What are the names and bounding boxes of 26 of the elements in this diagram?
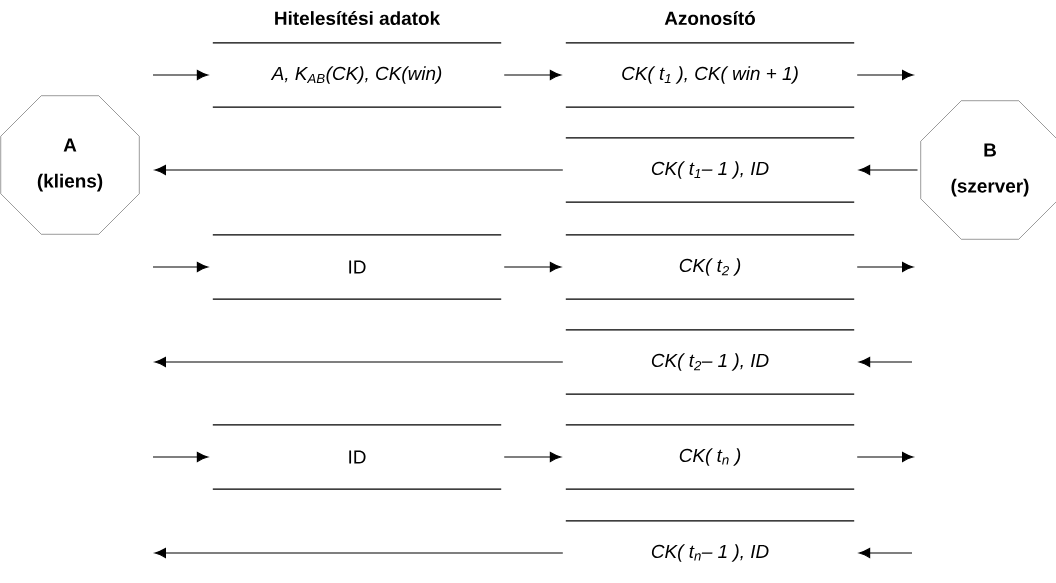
message-box: CK( t$_{1}$ ), CK( win + 1)	[565, 42, 855, 108]
arrow	[858, 357, 913, 367]
message-box: ID	[212, 234, 502, 300]
station-octagon: B (szerver)	[920, 100, 1056, 240]
arrow	[152, 262, 209, 272]
message-box: CK( t$_{n}$– 1 ), ID	[565, 520, 855, 583]
arrow	[152, 452, 209, 462]
message-box: CK( t$_{2}$– 1 ), ID	[565, 329, 855, 395]
arrow	[503, 70, 562, 80]
arrow	[154, 357, 564, 367]
arrow	[858, 165, 919, 175]
message-box: ID	[212, 424, 502, 490]
arrow	[503, 262, 562, 272]
station-octagon: A (kliens)	[0, 95, 140, 235]
arrow	[503, 452, 562, 462]
arrow	[858, 548, 913, 558]
message-box: CK( t$_{1}$– 1 ), ID	[565, 137, 855, 203]
arrow	[856, 70, 914, 80]
arrow	[154, 165, 564, 175]
message-box: CK( t$_{n}$ )	[565, 424, 855, 490]
message-box: A, K$_{AB}$(CK), CK(win)	[212, 42, 502, 108]
arrow	[856, 262, 914, 272]
arrow	[856, 452, 914, 462]
message-box: CK( t$_{2}$ )	[565, 234, 855, 300]
arrow	[154, 548, 564, 558]
arrow	[152, 70, 209, 80]
